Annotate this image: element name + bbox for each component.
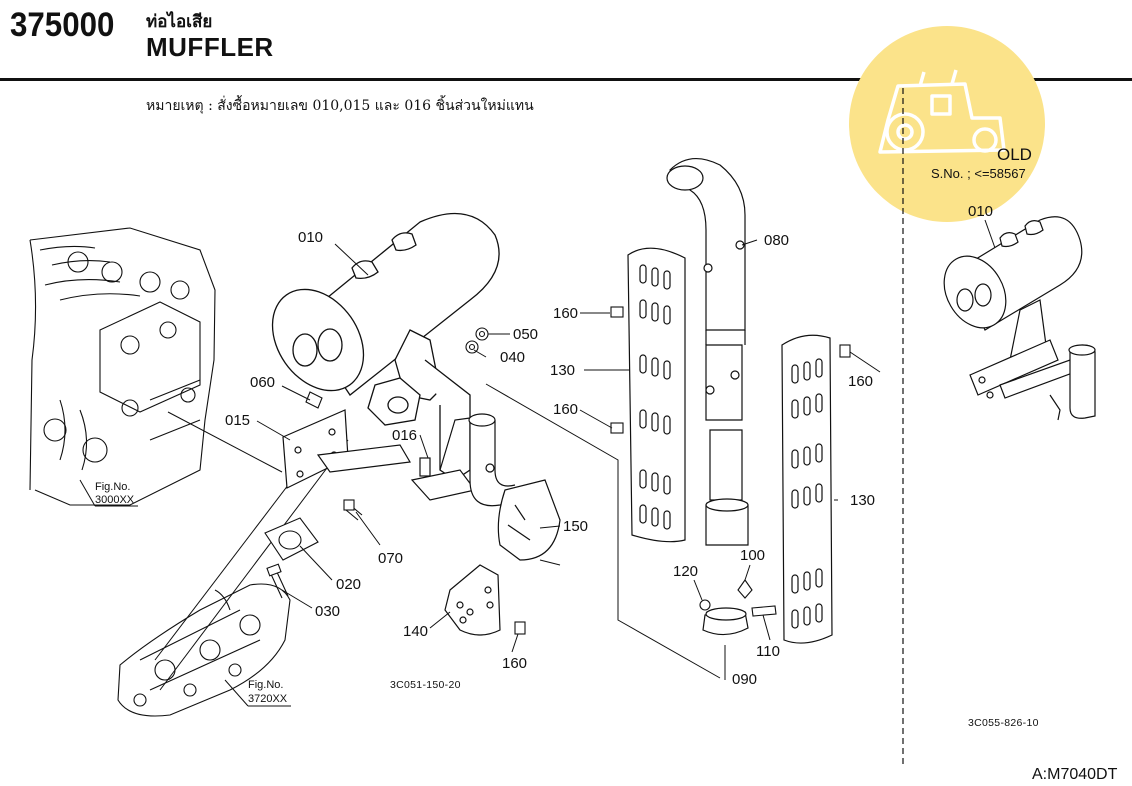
label-020: 020	[336, 576, 361, 593]
label-016: 016	[392, 427, 417, 444]
engine-fig-leader	[79, 479, 96, 507]
heat-shield-drawing	[444, 479, 561, 636]
order-note: หมายเหตุ : สั่งซื้อหมายเลข 010,015 และ 0…	[146, 98, 534, 114]
muffler-drawing	[271, 212, 500, 481]
leader-lines	[256, 239, 881, 680]
main-drawing-code: 3C051-150-20	[390, 679, 461, 691]
elbow-pipe-drawing	[468, 413, 521, 507]
label-160-a: 160	[553, 305, 578, 322]
manifold-fig-leader	[224, 679, 249, 707]
perforated-guard-right	[781, 334, 833, 644]
section-code: 375000	[10, 6, 115, 44]
old-muffler-drawing	[943, 216, 1096, 421]
label-010: 010	[298, 229, 323, 246]
old-label-010: 010	[968, 203, 993, 220]
label-160-c: 160	[848, 373, 873, 390]
model-code: A:M7040DT	[1032, 766, 1118, 783]
label-030: 030	[315, 603, 340, 620]
label-100: 100	[740, 547, 765, 564]
engine-leader	[167, 411, 283, 473]
label-070: 070	[378, 550, 403, 567]
engine-block-drawing	[29, 227, 216, 506]
label-140: 140	[403, 623, 428, 640]
section-title-thai: ท่อไอเสีย	[146, 12, 213, 32]
label-160-d: 160	[502, 655, 527, 672]
old-serial: S.No. ; <=58567	[931, 166, 1026, 181]
manifold-leader-2	[159, 439, 349, 691]
label-160-b: 160	[553, 401, 578, 418]
engine-fig-label: Fig.No.	[95, 481, 130, 493]
tractor-watermark-icon	[849, 26, 1045, 222]
label-130-right: 130	[850, 492, 875, 509]
label-110: 110	[756, 643, 780, 660]
tailpipe-drawing	[666, 158, 749, 636]
old-title: OLD	[997, 145, 1032, 164]
manifold-fig-label: Fig.No.	[248, 679, 283, 691]
label-130-left: 130	[550, 362, 575, 379]
label-015: 015	[225, 412, 250, 429]
engine-fig-number: 3000XX	[95, 494, 135, 506]
support-bracket-drawing	[410, 417, 477, 501]
manifold-fig-number: 3720XX	[248, 693, 288, 705]
label-150: 150	[563, 518, 588, 535]
header-divider	[0, 78, 1132, 81]
old-drawing-code: 3C055-826-10	[968, 717, 1039, 729]
fasteners-drawing	[264, 327, 489, 599]
perforated-guard-left	[627, 247, 686, 543]
label-120: 120	[673, 563, 698, 580]
label-060: 060	[250, 374, 275, 391]
label-080: 080	[764, 232, 789, 249]
bracket-drawing	[282, 409, 411, 489]
label-050: 050	[513, 326, 538, 343]
label-040: 040	[500, 349, 525, 366]
label-090: 090	[732, 671, 757, 688]
section-title-en: MUFFLER	[146, 32, 274, 62]
bolts-drawing	[514, 306, 851, 635]
old-leader	[984, 219, 996, 249]
